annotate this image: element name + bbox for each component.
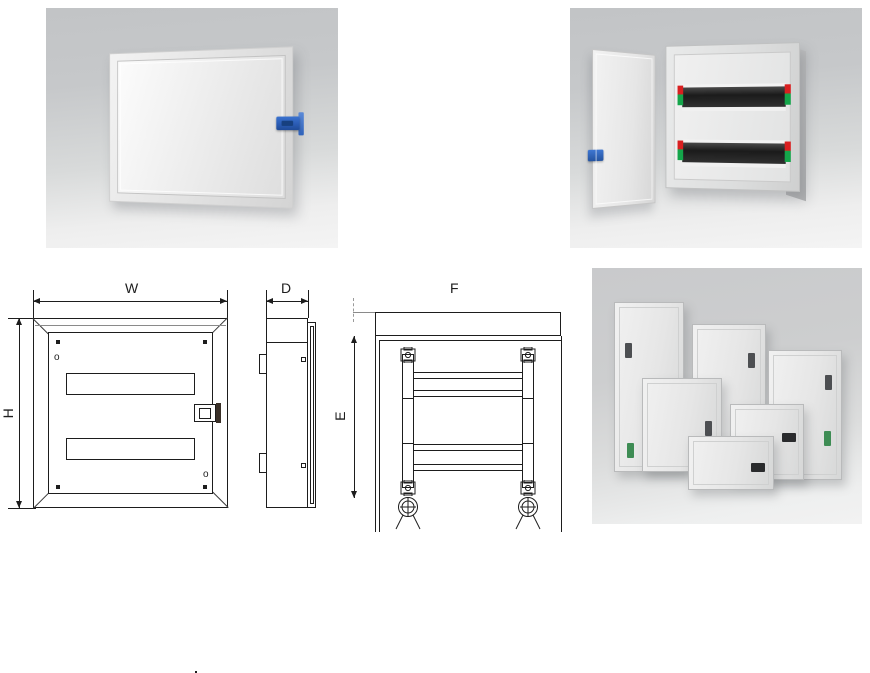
chassis-rail-2b [414,396,522,397]
dim-arrow-left [33,297,40,304]
enclosure-side-body [266,318,308,508]
dimension-label-f: F [450,280,460,296]
mounting-post-right-lower [522,398,534,488]
din-rail-row-bottom [677,139,791,169]
corner-screw [203,485,207,489]
dim-arrow-right [220,297,227,304]
extension-line-right [308,290,309,318]
cabinet-frame [109,46,304,209]
dim-arrow-down [350,491,357,498]
front-elevation-drawing: W H o o [0,268,245,673]
door-leaf-outer [307,322,316,508]
dimension-line-d [266,301,308,302]
enclosure-right-wall [561,336,562,532]
fixing-mark-bottom [301,463,306,468]
dimension-label-w: W [125,280,139,296]
chassis-rail-4b [414,470,522,471]
post-bolt-bottom-left [400,480,416,496]
enclosure-top-inner [379,340,561,341]
extension-line-dashed [353,298,354,322]
corner-screw [203,340,207,344]
door-leaf-inner [310,326,314,504]
door-latch-core [199,408,211,419]
dimension-label-e: E [332,411,348,421]
base-mount-right [515,497,541,530]
hinge-bottom [259,453,267,473]
terminal-block-right-icon [784,84,791,105]
enclosure-left-wall-inner [379,340,380,532]
lock-icon [625,343,632,358]
extension-line-left [266,290,267,318]
dim-arrow-up [15,318,22,325]
dim-arrow-left [266,297,273,304]
enclosure-unit [688,436,774,490]
side-elevation-drawing: D [250,268,330,532]
dimension-line-h [19,318,20,508]
fixing-mark-top [301,357,306,362]
corner-screw [56,485,60,489]
base-mount-left [395,497,421,530]
post-bolt-bottom-right [520,480,536,496]
cabinet-body [665,42,801,192]
post-bolt-top-right [520,347,536,363]
top-cover-band [375,312,561,336]
dim-arrow-up [350,336,357,343]
lock-icon [751,463,765,472]
chassis-rail-1 [414,372,522,373]
door-latch-tab [216,403,221,423]
mounting-post-left-lower [402,398,414,488]
lock-icon [782,433,796,442]
flange-step-line [266,342,308,343]
flange-inner-edge-top [35,325,226,326]
enclosure-left-wall [375,336,376,532]
chassis-rail-4 [414,464,522,465]
dim-arrow-down [15,501,22,508]
lock-icon [748,353,755,368]
lock-icon [627,443,634,458]
dimension-line-w [33,301,227,302]
chassis-rail-2 [414,390,522,391]
chassis-rail-3b [414,450,522,451]
mounting-flange [33,318,228,508]
dimension-line-e [354,336,355,498]
extension-line-left [33,290,34,318]
dim-arrow-right [301,297,308,304]
dimension-label-h: H [0,407,16,419]
closed-distribution-board-photo [46,8,338,248]
cabinet-door [117,54,286,200]
lock-icon [825,375,832,390]
breaker-cutout-top [66,373,195,395]
hole-marker: o [203,469,209,480]
chassis-rail-1b [414,378,522,379]
internal-section-drawing: F E [330,268,580,532]
terminal-block-right-icon [784,141,791,163]
lock-icon [824,431,831,446]
open-cabinet-door [587,48,656,210]
dimension-label-d: D [281,280,292,296]
din-rail-row-top [677,83,791,112]
extension-line-right [227,290,228,318]
hinge-top [259,354,267,374]
door-handle-blue [276,116,300,131]
extension-line-bottom [8,508,36,509]
chassis-rail-3 [414,444,522,445]
corner-screw [56,340,60,344]
post-bolt-top-left [400,347,416,363]
open-distribution-board-photo [570,8,862,248]
door-handle-blue [587,149,604,162]
extension-line-top [8,318,36,319]
hole-marker: o [54,352,60,363]
terminal-block-left-icon [677,140,684,161]
terminal-block-left-icon [677,85,684,106]
door-panel [48,332,213,494]
cabinet-interior [673,51,791,183]
breaker-cutout-bottom [66,438,195,460]
lock-icon [705,421,712,436]
distribution-board-range-photo [592,268,862,524]
